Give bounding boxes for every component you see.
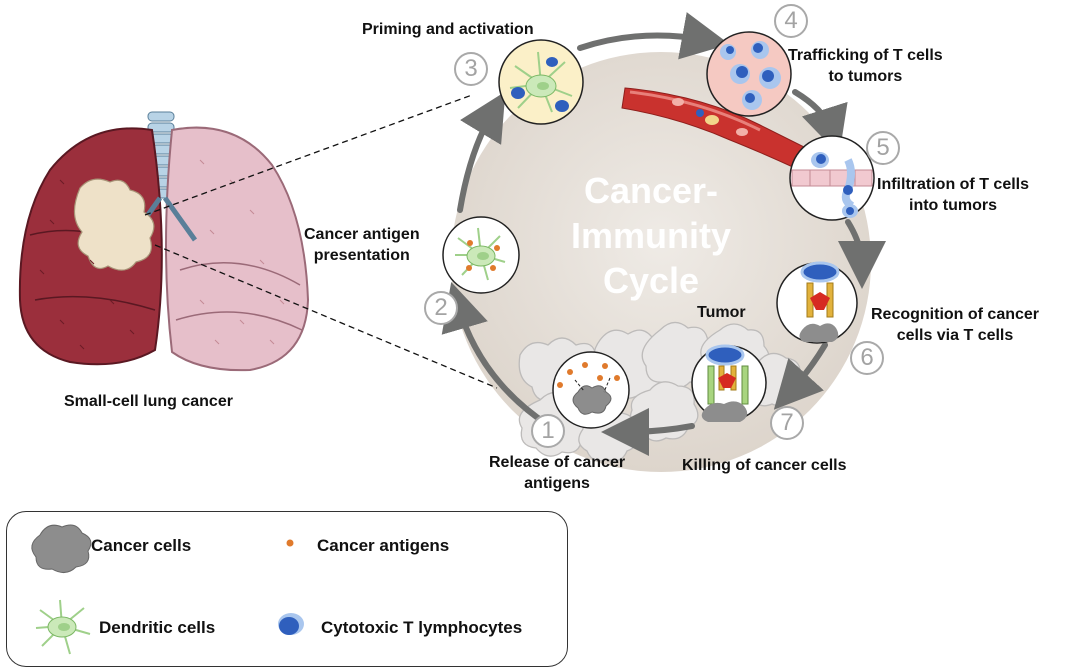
tumor-label: Tumor [697, 304, 746, 321]
step-6-number: 6 [850, 341, 884, 375]
step-1-number: 1 [531, 414, 565, 448]
zoom-connector-lines [144, 94, 498, 389]
legend-cancer-cells-label: Cancer cells [91, 536, 192, 555]
step-4-number: 4 [774, 4, 808, 38]
step-7-number: 7 [770, 406, 804, 440]
blood-vessel-illustration [621, 87, 807, 169]
lung-label: Small-cell lung cancer [64, 393, 233, 410]
legend-dendritic-cells-label: Dendritic cells [99, 618, 216, 637]
step-2-label: Cancer antigen presentation [304, 226, 420, 264]
step-2-illustration [442, 216, 520, 294]
step-5-number: 5 [866, 131, 900, 165]
lung-illustration [18, 111, 310, 372]
step-6-label: Recognition of cancer cells via T cells [871, 306, 1040, 344]
cycle-arrows [441, 12, 886, 456]
step-7-illustration [691, 344, 767, 422]
step-1-label: Release of cancer antigens [489, 454, 626, 492]
step-4-label: Trafficking of T cells to tumors [788, 47, 943, 85]
step-5-illustration [789, 135, 875, 221]
legend-icons [31, 524, 304, 655]
step-7-label: Killing of cancer cells [682, 457, 847, 474]
step-3-number: 3 [454, 52, 488, 86]
legend-box: Cancer cells Cancer antigens Dendritic c… [6, 511, 568, 667]
step-6-illustration [776, 261, 858, 344]
step-5-label: Infiltration of T cells into tumors [877, 176, 1030, 214]
step-1-illustration [552, 351, 630, 429]
step-2-number: 2 [424, 291, 458, 325]
step-4-illustration [706, 31, 792, 117]
legend-cytotoxic-t-lymphocytes-label: Cytotoxic T lymphocytes [321, 618, 523, 637]
cycle-title: Cancer- Immunity Cycle [570, 170, 731, 301]
step-3-illustration [498, 39, 584, 125]
step-3-label: Priming and activation [362, 21, 534, 38]
legend-cancer-antigens-label: Cancer antigens [317, 536, 450, 555]
